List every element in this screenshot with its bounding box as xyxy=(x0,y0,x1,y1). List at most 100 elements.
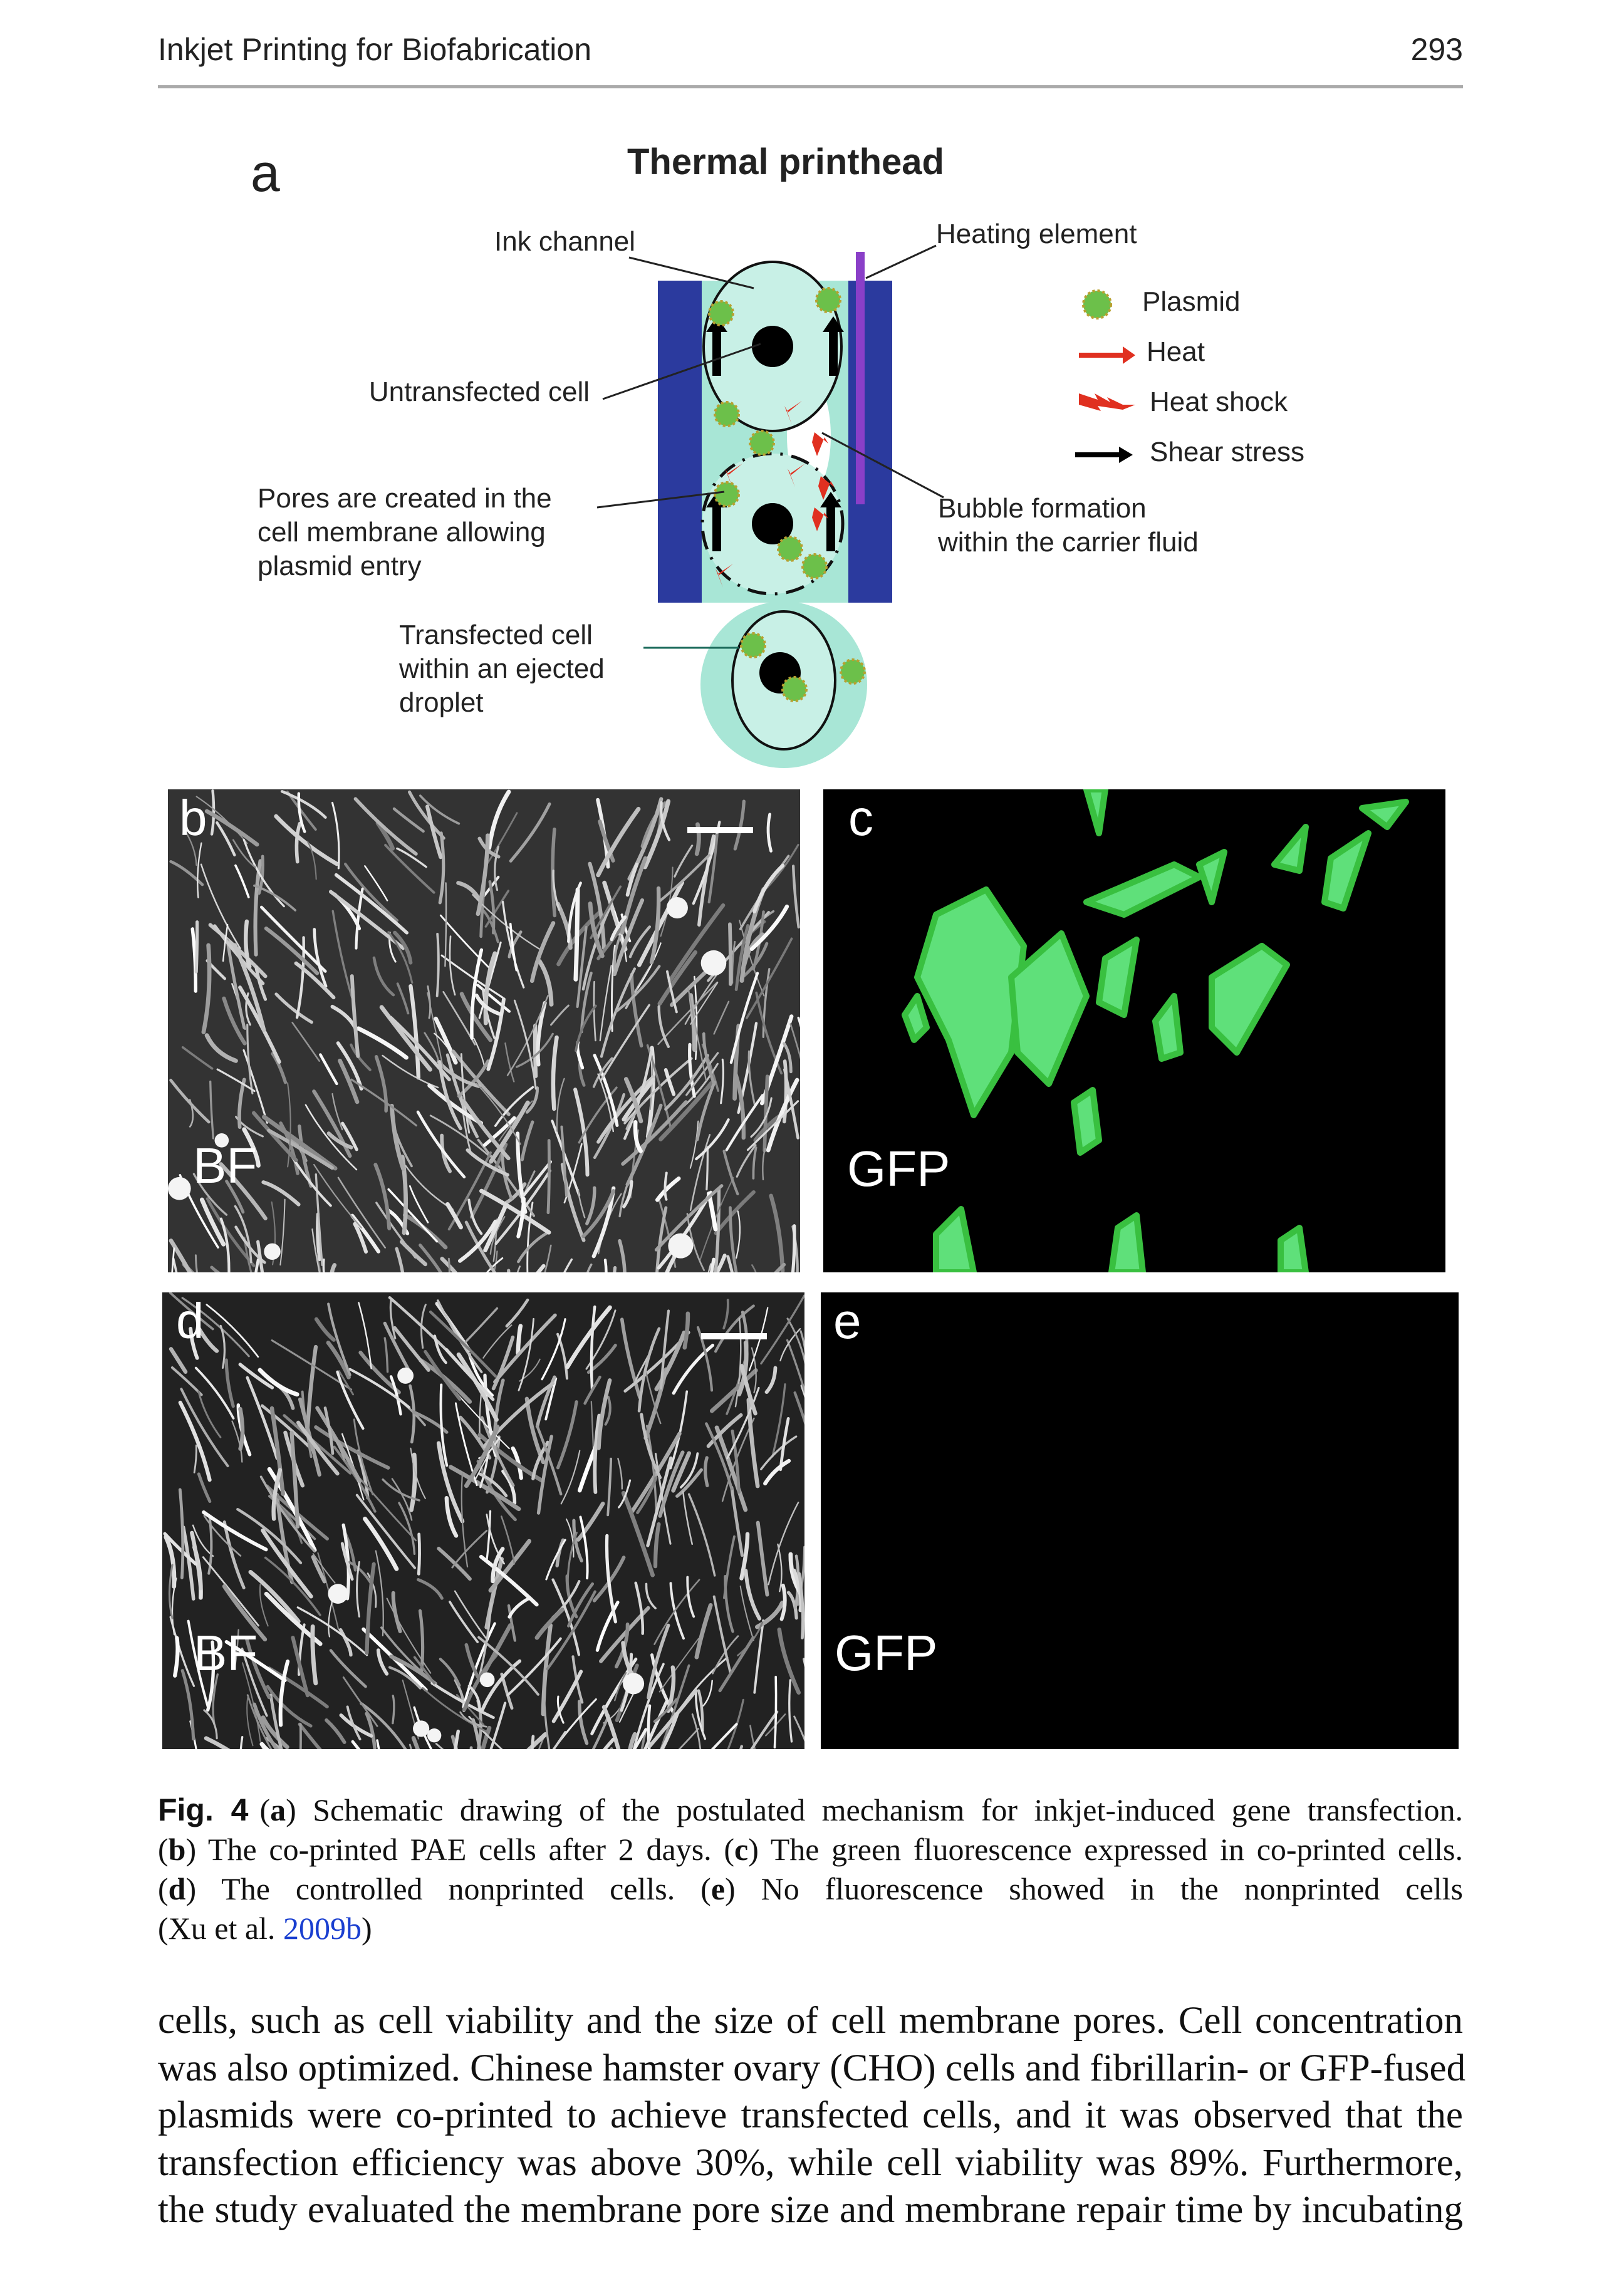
cell-streak xyxy=(583,1375,601,1405)
caption-text: ) No fluorescence showed in the nonprint… xyxy=(725,1871,1464,1906)
legend-heat-icon xyxy=(1079,346,1135,364)
diagram-title: Thermal printhead xyxy=(627,142,944,182)
cell-streak xyxy=(749,1725,756,1749)
cell-streak xyxy=(294,821,302,864)
cell-streak xyxy=(243,1237,252,1272)
cell-streak xyxy=(691,1713,702,1749)
cell-streak xyxy=(391,1591,402,1634)
cell-streak xyxy=(618,1239,627,1272)
cell-streak xyxy=(799,1330,804,1353)
cell-streak xyxy=(516,1197,526,1239)
legend-shear-stress: Shear stress xyxy=(1150,437,1304,467)
cell-streak xyxy=(544,1377,558,1421)
body-line: plasmids were co-printed to achieve tran… xyxy=(158,2094,1463,2136)
cell-streak xyxy=(341,1121,358,1151)
cell-streak xyxy=(355,887,364,950)
cell-streak xyxy=(567,1582,595,1628)
cell-streak xyxy=(610,915,627,942)
cell-streak xyxy=(751,1347,757,1394)
cell-streak xyxy=(657,950,698,1006)
cell-streak xyxy=(334,873,409,935)
cell-streak xyxy=(462,1622,496,1708)
cell-streak xyxy=(172,1257,178,1272)
cell-streak xyxy=(483,1205,508,1252)
cell-streak xyxy=(580,971,593,1034)
plasmid-icon xyxy=(840,658,866,685)
cell-streak xyxy=(457,1059,490,1098)
cell-streak xyxy=(687,988,707,1081)
heat-shock-icon xyxy=(818,476,835,500)
cell-streak xyxy=(546,1590,596,1671)
cell-streak xyxy=(440,1257,458,1272)
cell-streak xyxy=(556,1400,578,1470)
cell-streak xyxy=(204,1033,238,1063)
panel-c-gfp: c GFP xyxy=(823,789,1445,1272)
gfp-cell xyxy=(914,886,1027,1118)
cell-streak xyxy=(350,1078,418,1127)
cell-streak xyxy=(726,1255,734,1272)
label-pores-2: cell membrane allowing xyxy=(258,517,546,548)
cell-streak xyxy=(486,997,506,1071)
cell-texture xyxy=(163,1292,804,1749)
cell-streak xyxy=(653,1698,678,1723)
cell-streak xyxy=(494,1086,534,1127)
panel-e-gfp: e GFP xyxy=(821,1292,1459,1749)
cell-streak xyxy=(439,1658,461,1687)
plasmid-icon xyxy=(714,401,740,427)
cell-streak xyxy=(720,1058,724,1104)
cell-streak xyxy=(386,1597,432,1674)
cell-streak xyxy=(623,1057,693,1125)
citation-link[interactable]: 2009b xyxy=(283,1911,362,1946)
cell-streak xyxy=(653,1522,661,1569)
caption-text: ( xyxy=(259,1792,271,1827)
cell-streak xyxy=(654,1330,687,1391)
nucleus xyxy=(752,326,793,367)
cell-streak xyxy=(326,1131,353,1150)
header-rule xyxy=(158,85,1463,88)
cell-streak xyxy=(592,1556,626,1603)
cell-streak xyxy=(447,1257,450,1272)
shear-arrow-icon xyxy=(823,316,844,376)
cell-streak xyxy=(731,1429,741,1494)
cell-streak xyxy=(791,865,800,929)
cell-streak xyxy=(764,1366,778,1395)
cell-streak xyxy=(420,1304,427,1349)
cell-streak xyxy=(731,940,736,984)
cell-streak xyxy=(798,1572,804,1639)
cell-streak xyxy=(405,1165,454,1210)
cell-streak xyxy=(601,1705,621,1749)
figure-caption: Fig. 4(a) Schematic drawing of the postu… xyxy=(158,1790,1463,1948)
cell-streak xyxy=(655,1176,681,1202)
cell-streak xyxy=(216,1068,256,1093)
cell-streak xyxy=(388,1296,455,1359)
cell-streak xyxy=(697,1689,704,1732)
cell-streak xyxy=(682,1311,690,1350)
cell-streak xyxy=(419,794,461,825)
cell-streak xyxy=(686,1576,695,1618)
cell-streak xyxy=(591,1714,610,1749)
cell-streak xyxy=(695,1118,730,1161)
cell-streak xyxy=(375,1202,417,1259)
cell-streak xyxy=(488,880,496,935)
label-pores-3: plasmid entry xyxy=(258,551,422,581)
cell-streak xyxy=(442,990,476,1046)
cell-streak xyxy=(783,1042,793,1074)
cell-streak xyxy=(238,1406,245,1451)
cell-streak xyxy=(248,1569,301,1624)
cell-streak xyxy=(710,1723,738,1749)
cell-streak xyxy=(274,814,339,866)
cell-streak xyxy=(417,1578,444,1600)
legend-heat-shock: Heat shock xyxy=(1150,387,1288,417)
cell-streak xyxy=(402,1213,448,1250)
cell-streak xyxy=(486,1510,492,1561)
cell-streak xyxy=(573,887,580,982)
cell-streak xyxy=(409,1185,429,1223)
cell-streak xyxy=(739,1532,750,1581)
cell-streak xyxy=(664,1068,676,1096)
cell-streak xyxy=(551,1670,583,1723)
cell-streak xyxy=(467,1685,481,1712)
plasmid-icon xyxy=(749,430,775,456)
cell-streak xyxy=(438,831,445,905)
cell-streak xyxy=(259,1584,269,1627)
plasmid-icon xyxy=(740,632,766,658)
